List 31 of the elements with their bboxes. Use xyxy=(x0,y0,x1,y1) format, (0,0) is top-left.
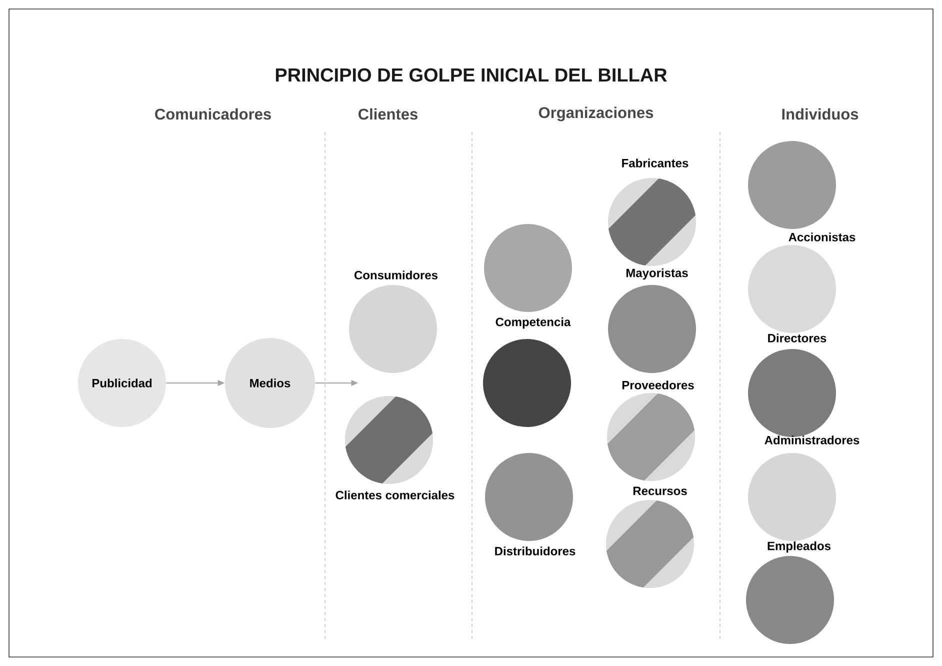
circle-caption: Fabricantes xyxy=(622,158,688,168)
circle xyxy=(607,392,695,481)
circle xyxy=(608,285,696,373)
circle-caption: Administradores xyxy=(764,436,860,444)
column-heading: Comunicadores xyxy=(155,108,271,120)
circle xyxy=(748,349,836,437)
circle-caption: Accionistas xyxy=(788,232,856,242)
column-heading: Individuos xyxy=(782,108,858,120)
circle xyxy=(748,141,836,229)
circle xyxy=(748,245,836,333)
circle-caption: Mayoristas xyxy=(626,268,688,280)
circle-caption: Directores xyxy=(768,334,826,342)
circle xyxy=(484,224,572,312)
circle-caption: Consumidores xyxy=(354,270,438,280)
circle xyxy=(608,178,696,266)
circle xyxy=(483,338,571,427)
circle xyxy=(349,285,437,373)
circle xyxy=(606,500,694,588)
circle-caption: Empleados xyxy=(768,541,831,553)
title: PRINCIPIO DE GOLPE INICIAL DEL BILLAR xyxy=(276,68,667,82)
circle-caption: Proveedores xyxy=(622,380,694,390)
circle-caption: Recursos xyxy=(633,486,687,496)
circle-caption: Competencia xyxy=(496,317,571,329)
column-heading: Clientes xyxy=(358,108,418,120)
column-heading: Organizaciones xyxy=(538,106,654,122)
circle xyxy=(345,396,433,484)
circle xyxy=(748,453,836,541)
circle-caption: Clientes comerciales xyxy=(336,490,454,500)
circle-caption: Distribuidores xyxy=(495,546,576,556)
circle xyxy=(746,556,834,644)
circle xyxy=(485,453,573,541)
